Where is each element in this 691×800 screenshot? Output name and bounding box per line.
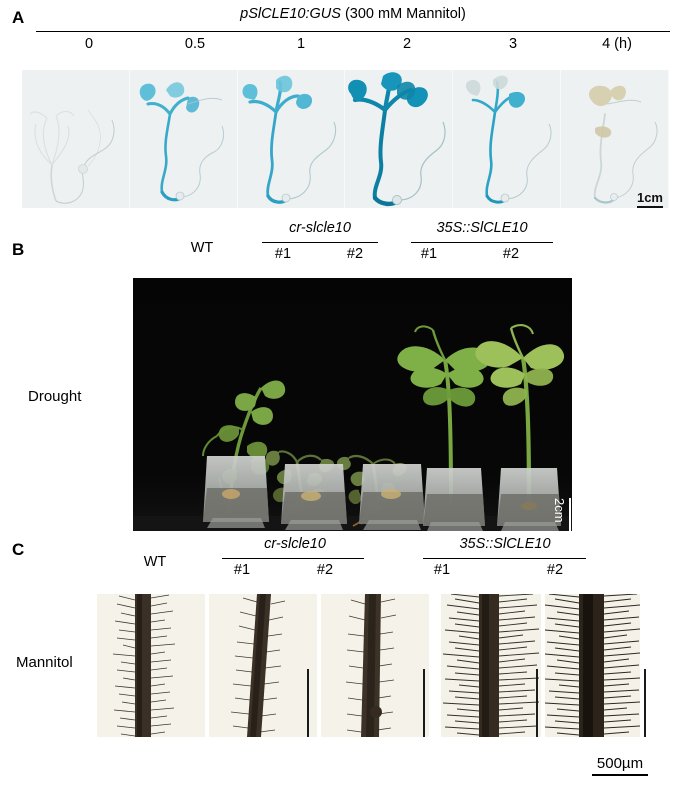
panel-a-image-strip: 1cm — [22, 70, 669, 208]
root-hair-35s-1-graphic — [441, 594, 541, 737]
gus-seedling-4h-graphic — [561, 70, 668, 208]
panel-b-row-label-drought: Drought — [28, 388, 82, 405]
panel-c-line-oe-1: #1 — [433, 562, 451, 578]
panel-a-title: pSlCLE10:GUS (300 mM Mannitol) — [36, 6, 670, 22]
panel-a-timepoint-0: 0 — [84, 36, 94, 52]
panel-b-line-oe-1: #1 — [420, 246, 438, 262]
gus-seedling-4h-image — [561, 70, 669, 208]
plant-oe-1 — [397, 325, 491, 505]
plant-oe-2 — [475, 324, 565, 507]
root-hair-35s-2-graphic — [545, 594, 640, 737]
panel-b-scalebar-line — [569, 498, 571, 531]
nursery-bags — [203, 456, 561, 531]
panel-a-scalebar: 1cm — [636, 190, 663, 208]
root-hair-35s-2-image — [545, 594, 640, 737]
gus-seedling-2h-image — [345, 70, 454, 208]
panel-b-line-cr-1: #1 — [274, 246, 292, 262]
panel-b-group-rule-oe — [411, 242, 553, 243]
panel-a: A pSlCLE10:GUS (300 mM Mannitol) 0 0.5 1… — [0, 0, 691, 218]
root-hair-35s-2-scalebar — [644, 669, 646, 737]
panel-c-scalebar-label: 500µm — [596, 755, 644, 772]
panel-c-image-strip — [97, 594, 646, 737]
panel-a-timepoint-5: 4 (h) — [602, 36, 632, 52]
panel-c-group-rule-oe — [423, 558, 586, 559]
root-hair-wt-image — [97, 594, 205, 737]
gus-seedling-2h-graphic — [345, 70, 453, 208]
panel-c-header: WT cr-slcle10 #1 #2 35S::SlCLE10 #1 #2 — [0, 534, 691, 592]
gus-seedling-1h-image — [237, 70, 346, 208]
panel-b-scalebar: 2cm — [552, 498, 571, 531]
panel-c-letter: C — [12, 540, 25, 559]
panel-a-timepoint-3: 2 — [402, 36, 412, 52]
gus-seedling-3h-graphic — [453, 70, 561, 208]
root-hair-35s-1-scalebar — [536, 669, 538, 737]
panel-a-timepoint-2: 1 — [296, 36, 306, 52]
panel-c-group-cr-slcle10: cr-slcle10 — [264, 536, 326, 552]
panel-b-scalebar-label: 2cm — [552, 498, 567, 523]
gus-seedling-0h-graphic — [22, 70, 129, 208]
panel-c-row-label-mannitol: Mannitol — [16, 654, 73, 671]
panel-a-title-condition: (300 mM Mannitol) — [340, 6, 466, 22]
panel-b-label-wt: WT — [190, 240, 214, 256]
root-hair-cr-2-scalebar — [423, 669, 425, 737]
panel-b-group-35s-slcle10: 35S::SlCLE10 — [436, 220, 528, 236]
panel-c-group-35s-slcle10: 35S::SlCLE10 — [459, 536, 551, 552]
root-hair-wt-graphic — [97, 594, 205, 737]
panel-b-line-cr-2: #2 — [346, 246, 364, 262]
panel-a-timepoint-4: 3 — [508, 36, 518, 52]
panel-c-scalebar-line — [592, 774, 648, 776]
panel-c-label-wt: WT — [143, 554, 167, 570]
panel-a-scalebar-label: 1cm — [636, 190, 663, 208]
panel-b-group-rule-mutant — [262, 242, 378, 243]
drought-phenotype-photo: 2cm — [133, 278, 572, 531]
panel-c: C WT cr-slcle10 #1 #2 35S::SlCLE10 #1 #2… — [0, 534, 691, 800]
panel-c-line-cr-1: #1 — [233, 562, 251, 578]
panel-b-group-cr-slcle10: cr-slcle10 — [289, 220, 351, 236]
panel-c-group-rule-mutant — [222, 558, 364, 559]
root-hair-cr-slcle10-1-image — [209, 594, 317, 737]
panel-b-letter: B — [12, 240, 25, 259]
gus-seedling-0.5h-image — [129, 70, 238, 208]
gus-seedling-1h-graphic — [237, 70, 345, 208]
root-hair-cr-slcle10-1-graphic — [209, 594, 317, 737]
panel-c-line-cr-2: #2 — [316, 562, 334, 578]
panel-b: B WT cr-slcle10 #1 #2 35S::SlCLE10 #1 #2… — [0, 218, 691, 534]
panel-a-header-rule — [36, 31, 670, 32]
root-hair-cr-slcle10-2-graphic — [321, 594, 429, 737]
drought-phenotype-graphic — [133, 278, 572, 531]
panel-a-timepoint-1: 0.5 — [184, 36, 206, 52]
panel-b-line-oe-2: #2 — [502, 246, 520, 262]
gus-seedling-3h-image — [453, 70, 562, 208]
panel-b-header: WT cr-slcle10 #1 #2 35S::SlCLE10 #1 #2 — [0, 218, 691, 276]
root-hair-cr-slcle10-2-image — [321, 594, 429, 737]
gus-seedling-0h-image — [22, 70, 130, 208]
panel-a-title-gene: pSlCLE10:GUS — [240, 6, 341, 22]
panel-a-letter: A — [12, 8, 25, 27]
panel-c-line-oe-2: #2 — [546, 562, 564, 578]
root-hair-cr-1-scalebar — [307, 669, 309, 737]
gus-seedling-0.5h-graphic — [129, 70, 237, 208]
root-hair-35s-1-image — [441, 594, 541, 737]
panel-a-timepoint-axis: 0 0.5 1 2 3 4 (h) — [36, 36, 670, 62]
panel-c-scalebar: 500µm — [592, 755, 648, 776]
